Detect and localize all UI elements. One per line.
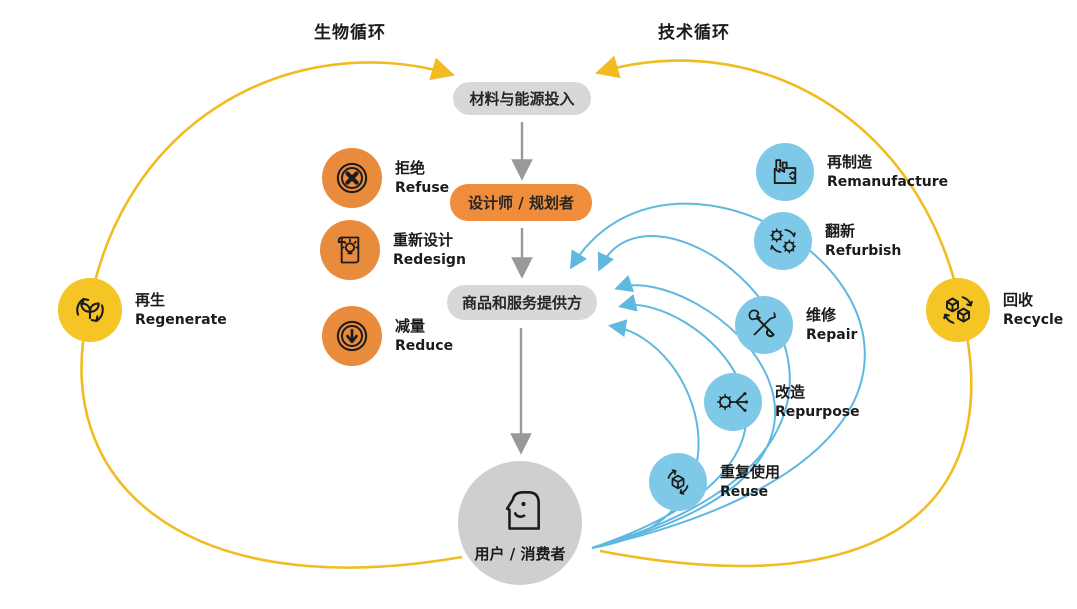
- regenerate-icon: [58, 278, 122, 342]
- strategy-remanufacture: 再制造 Remanufacture: [756, 143, 948, 201]
- tech-cycle-title: 技术循环: [658, 23, 730, 43]
- reduce-label-zh: 减量: [395, 317, 426, 336]
- material-energy-input-pill: 材料与能源投入: [453, 82, 591, 115]
- refuse-label-zh: 拒绝: [395, 159, 426, 178]
- redesign-label-en: Redesign: [393, 251, 466, 268]
- user-consumer-node: 用户 / 消费者: [458, 461, 582, 585]
- repair-arc: [591, 274, 777, 549]
- strategy-redesign: 重新设计 Redesign: [320, 220, 466, 280]
- repair-label-zh: 维修: [806, 306, 837, 325]
- designer-planner-pill: 设计师 / 规划者: [450, 184, 592, 221]
- remanufacture-arc: [569, 202, 866, 549]
- recycle-icon: [926, 278, 990, 342]
- refuse-icon: [322, 148, 382, 208]
- reuse-arc: [591, 319, 700, 549]
- repair-label-en: Repair: [806, 326, 858, 343]
- regenerate-label-en: Regenerate: [135, 311, 227, 328]
- bio-cycle-title: 生物循环: [314, 23, 386, 43]
- strategy-reuse: 重复使用 Reuse: [649, 453, 780, 511]
- remanufacture-icon: [756, 143, 814, 201]
- user-consumer-label: 用户 / 消费者: [474, 544, 566, 563]
- refurbish-label-zh: 翻新: [825, 222, 856, 241]
- repurpose-label-en: Repurpose: [775, 403, 860, 420]
- goods-service-provider-pill: 商品和服务提供方: [447, 285, 597, 320]
- refuse-label-en: Refuse: [395, 179, 450, 196]
- loop-regenerate: 再生 Regenerate: [58, 278, 227, 342]
- repurpose-icon: [704, 373, 762, 431]
- loop-recycle: 回收 Recycle: [926, 278, 1063, 342]
- regenerate-label-zh: 再生: [135, 291, 166, 310]
- strategy-repurpose: 改造 Repurpose: [704, 373, 860, 431]
- reuse-icon: [649, 453, 707, 511]
- recycle-label-en: Recycle: [1003, 311, 1064, 328]
- redesign-label-zh: 重新设计: [393, 231, 454, 250]
- remanufacture-label-en: Remanufacture: [827, 173, 949, 190]
- reduce-icon: [322, 306, 382, 366]
- refurbish-label-en: Refurbish: [825, 242, 902, 259]
- repurpose-label-zh: 改造: [775, 383, 806, 402]
- strategy-refuse: 拒绝 Refuse: [322, 148, 449, 208]
- redesign-icon: [320, 220, 380, 280]
- remanufacture-label-zh: 再制造: [827, 153, 873, 172]
- repair-icon: [735, 296, 793, 354]
- strategy-refurbish: 翻新 Refurbish: [754, 212, 901, 270]
- reduce-label-en: Reduce: [395, 337, 454, 354]
- refurbish-icon: [754, 212, 812, 270]
- user-face-icon: [492, 483, 548, 539]
- strategy-repair: 维修 Repair: [735, 296, 857, 354]
- recycle-label-zh: 回收: [1003, 291, 1034, 310]
- reuse-label-en: Reuse: [720, 483, 769, 500]
- strategy-reduce: 减量 Reduce: [322, 306, 453, 366]
- reuse-label-zh: 重复使用: [720, 463, 781, 482]
